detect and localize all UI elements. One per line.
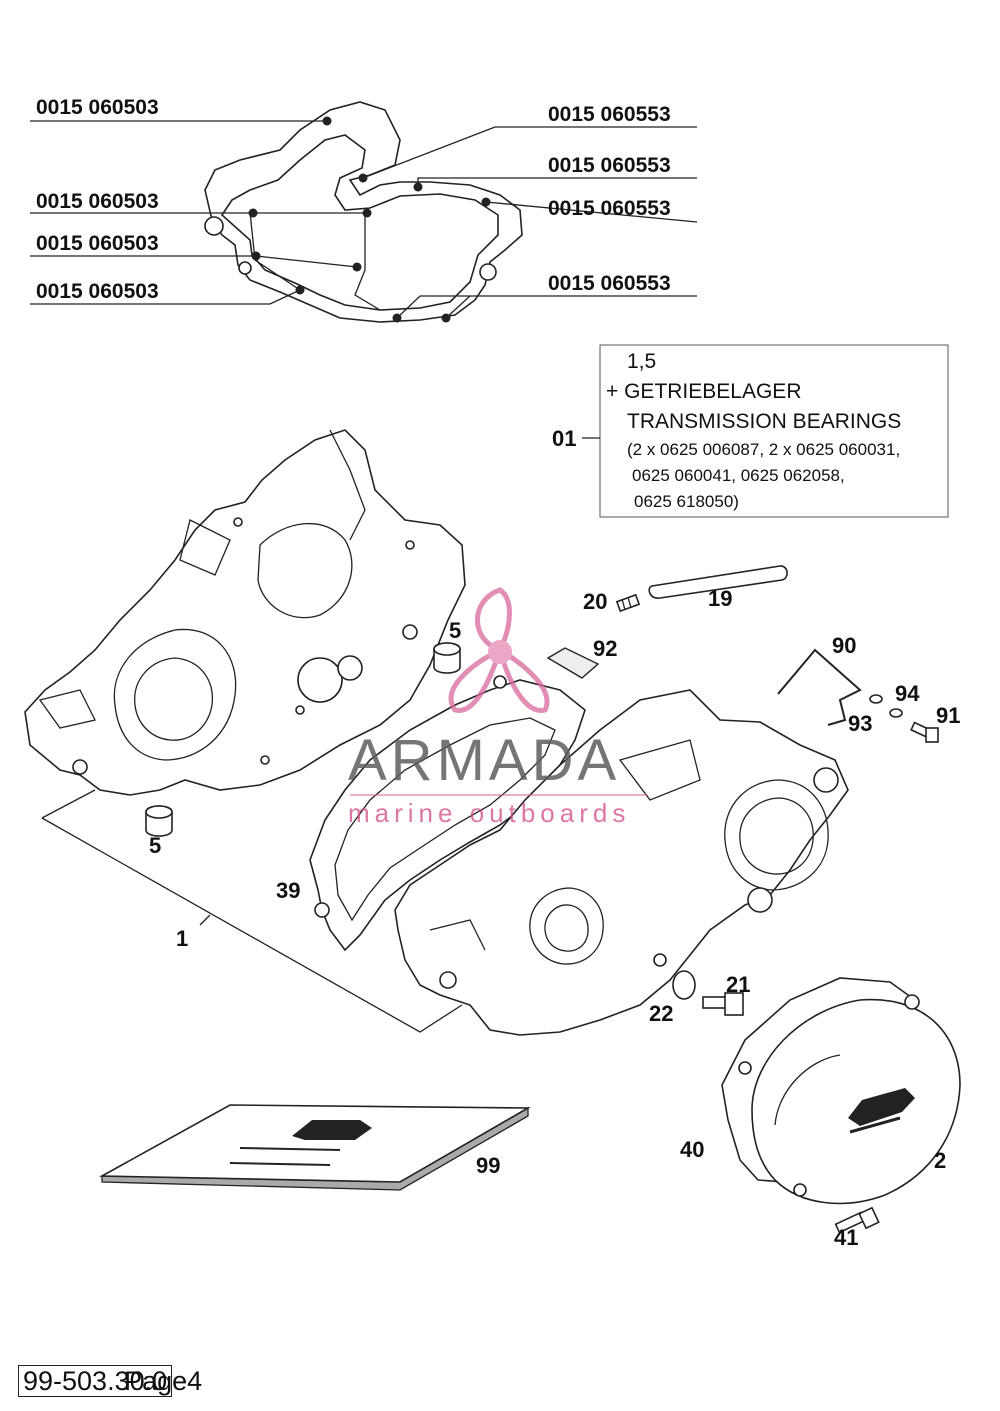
- part-label-20: 20: [583, 589, 607, 614]
- part-1-bracket: [41, 817, 463, 1033]
- gasket-label-left-1: 0015 060503: [36, 96, 159, 119]
- crankcase-gasket-drawing: [204, 101, 523, 323]
- washer-93: [869, 694, 883, 704]
- gasket-label-right-3: 0015 060553: [548, 197, 671, 220]
- bolt-41: [834, 1206, 880, 1234]
- part-label-21: 21: [726, 972, 750, 997]
- part-label-94: 94: [895, 681, 920, 706]
- info-box-index: 01: [552, 426, 576, 451]
- gasket-label-right-4: 0015 060553: [548, 272, 671, 295]
- propeller-logo-graphic: [448, 587, 550, 713]
- part-label-22: 22: [649, 1001, 673, 1026]
- gasket-label-left-4: 0015 060503: [36, 280, 159, 303]
- footer-page: Page4: [124, 1366, 203, 1396]
- part-label-91: 91: [936, 703, 960, 728]
- part-label-90: 90: [832, 633, 856, 658]
- gasket-label-right-1: 0015 060553: [548, 103, 671, 126]
- part-label-1: 1: [176, 926, 188, 951]
- part-label-92: 92: [593, 636, 617, 661]
- seal-ring: [672, 970, 696, 1000]
- ignition-cover: [738, 994, 961, 1205]
- part-1-bracket-arm: [41, 789, 96, 819]
- armada-watermark: ARMADA marine outboards: [348, 587, 648, 828]
- info-box-line-1: 1,5: [627, 350, 656, 373]
- washer-94: [889, 708, 903, 718]
- cover-plate: [546, 647, 600, 679]
- part-label-19: 19: [708, 586, 732, 611]
- gasket-leader-lines: [30, 120, 698, 319]
- info-box-line-3: TRANSMISSION BEARINGS: [627, 410, 901, 433]
- info-box: 01 1,5 + GETRIEBELAGER TRANSMISSION BEAR…: [552, 344, 949, 518]
- ktm-racing-logo: [848, 1088, 915, 1134]
- part-label-40: 40: [680, 1137, 704, 1162]
- bushing-right: [433, 642, 461, 674]
- part-label-5-left: 5: [149, 833, 161, 858]
- gasket-label-left-2: 0015 060503: [36, 190, 159, 213]
- drain-plug: [702, 992, 744, 1016]
- watermark-tagline: marine outboards: [348, 798, 630, 828]
- part-label-5-right: 5: [449, 618, 461, 643]
- page-footer: 99-503.30.0Page4: [18, 1365, 203, 1397]
- bushing-left: [145, 805, 173, 837]
- hose: [648, 565, 788, 599]
- right-crankcase-half: [394, 689, 849, 1036]
- part-label-99: 99: [476, 1153, 500, 1178]
- part-1-leader: [199, 914, 211, 926]
- part-label-2: 2: [934, 1148, 946, 1173]
- manual-logo-graphic: [229, 1120, 372, 1166]
- info-box-line-6: 0625 618050): [634, 492, 739, 511]
- info-box-line-2: + GETRIEBELAGER: [606, 380, 801, 403]
- spring-clip: [777, 648, 862, 726]
- part-label-39: 39: [276, 878, 300, 903]
- owners-manual: [99, 1104, 531, 1191]
- left-crankcase-half: [24, 429, 466, 796]
- footer-code: 99-503.30.0: [18, 1365, 173, 1397]
- info-box-line-5: 0625 060041, 0625 062058,: [632, 466, 845, 485]
- gasket-label-left-3: 0015 060503: [36, 232, 159, 255]
- watermark-brand: ARMADA: [348, 728, 620, 793]
- nipple-fitting: [615, 593, 641, 613]
- part-label-41: 41: [834, 1225, 858, 1250]
- part-label-93: 93: [848, 711, 872, 736]
- screw-91: [910, 721, 939, 743]
- info-box-line-4: (2 x 0625 006087, 2 x 0625 060031,: [627, 440, 900, 459]
- gasket-label-right-2: 0015 060553: [548, 154, 671, 177]
